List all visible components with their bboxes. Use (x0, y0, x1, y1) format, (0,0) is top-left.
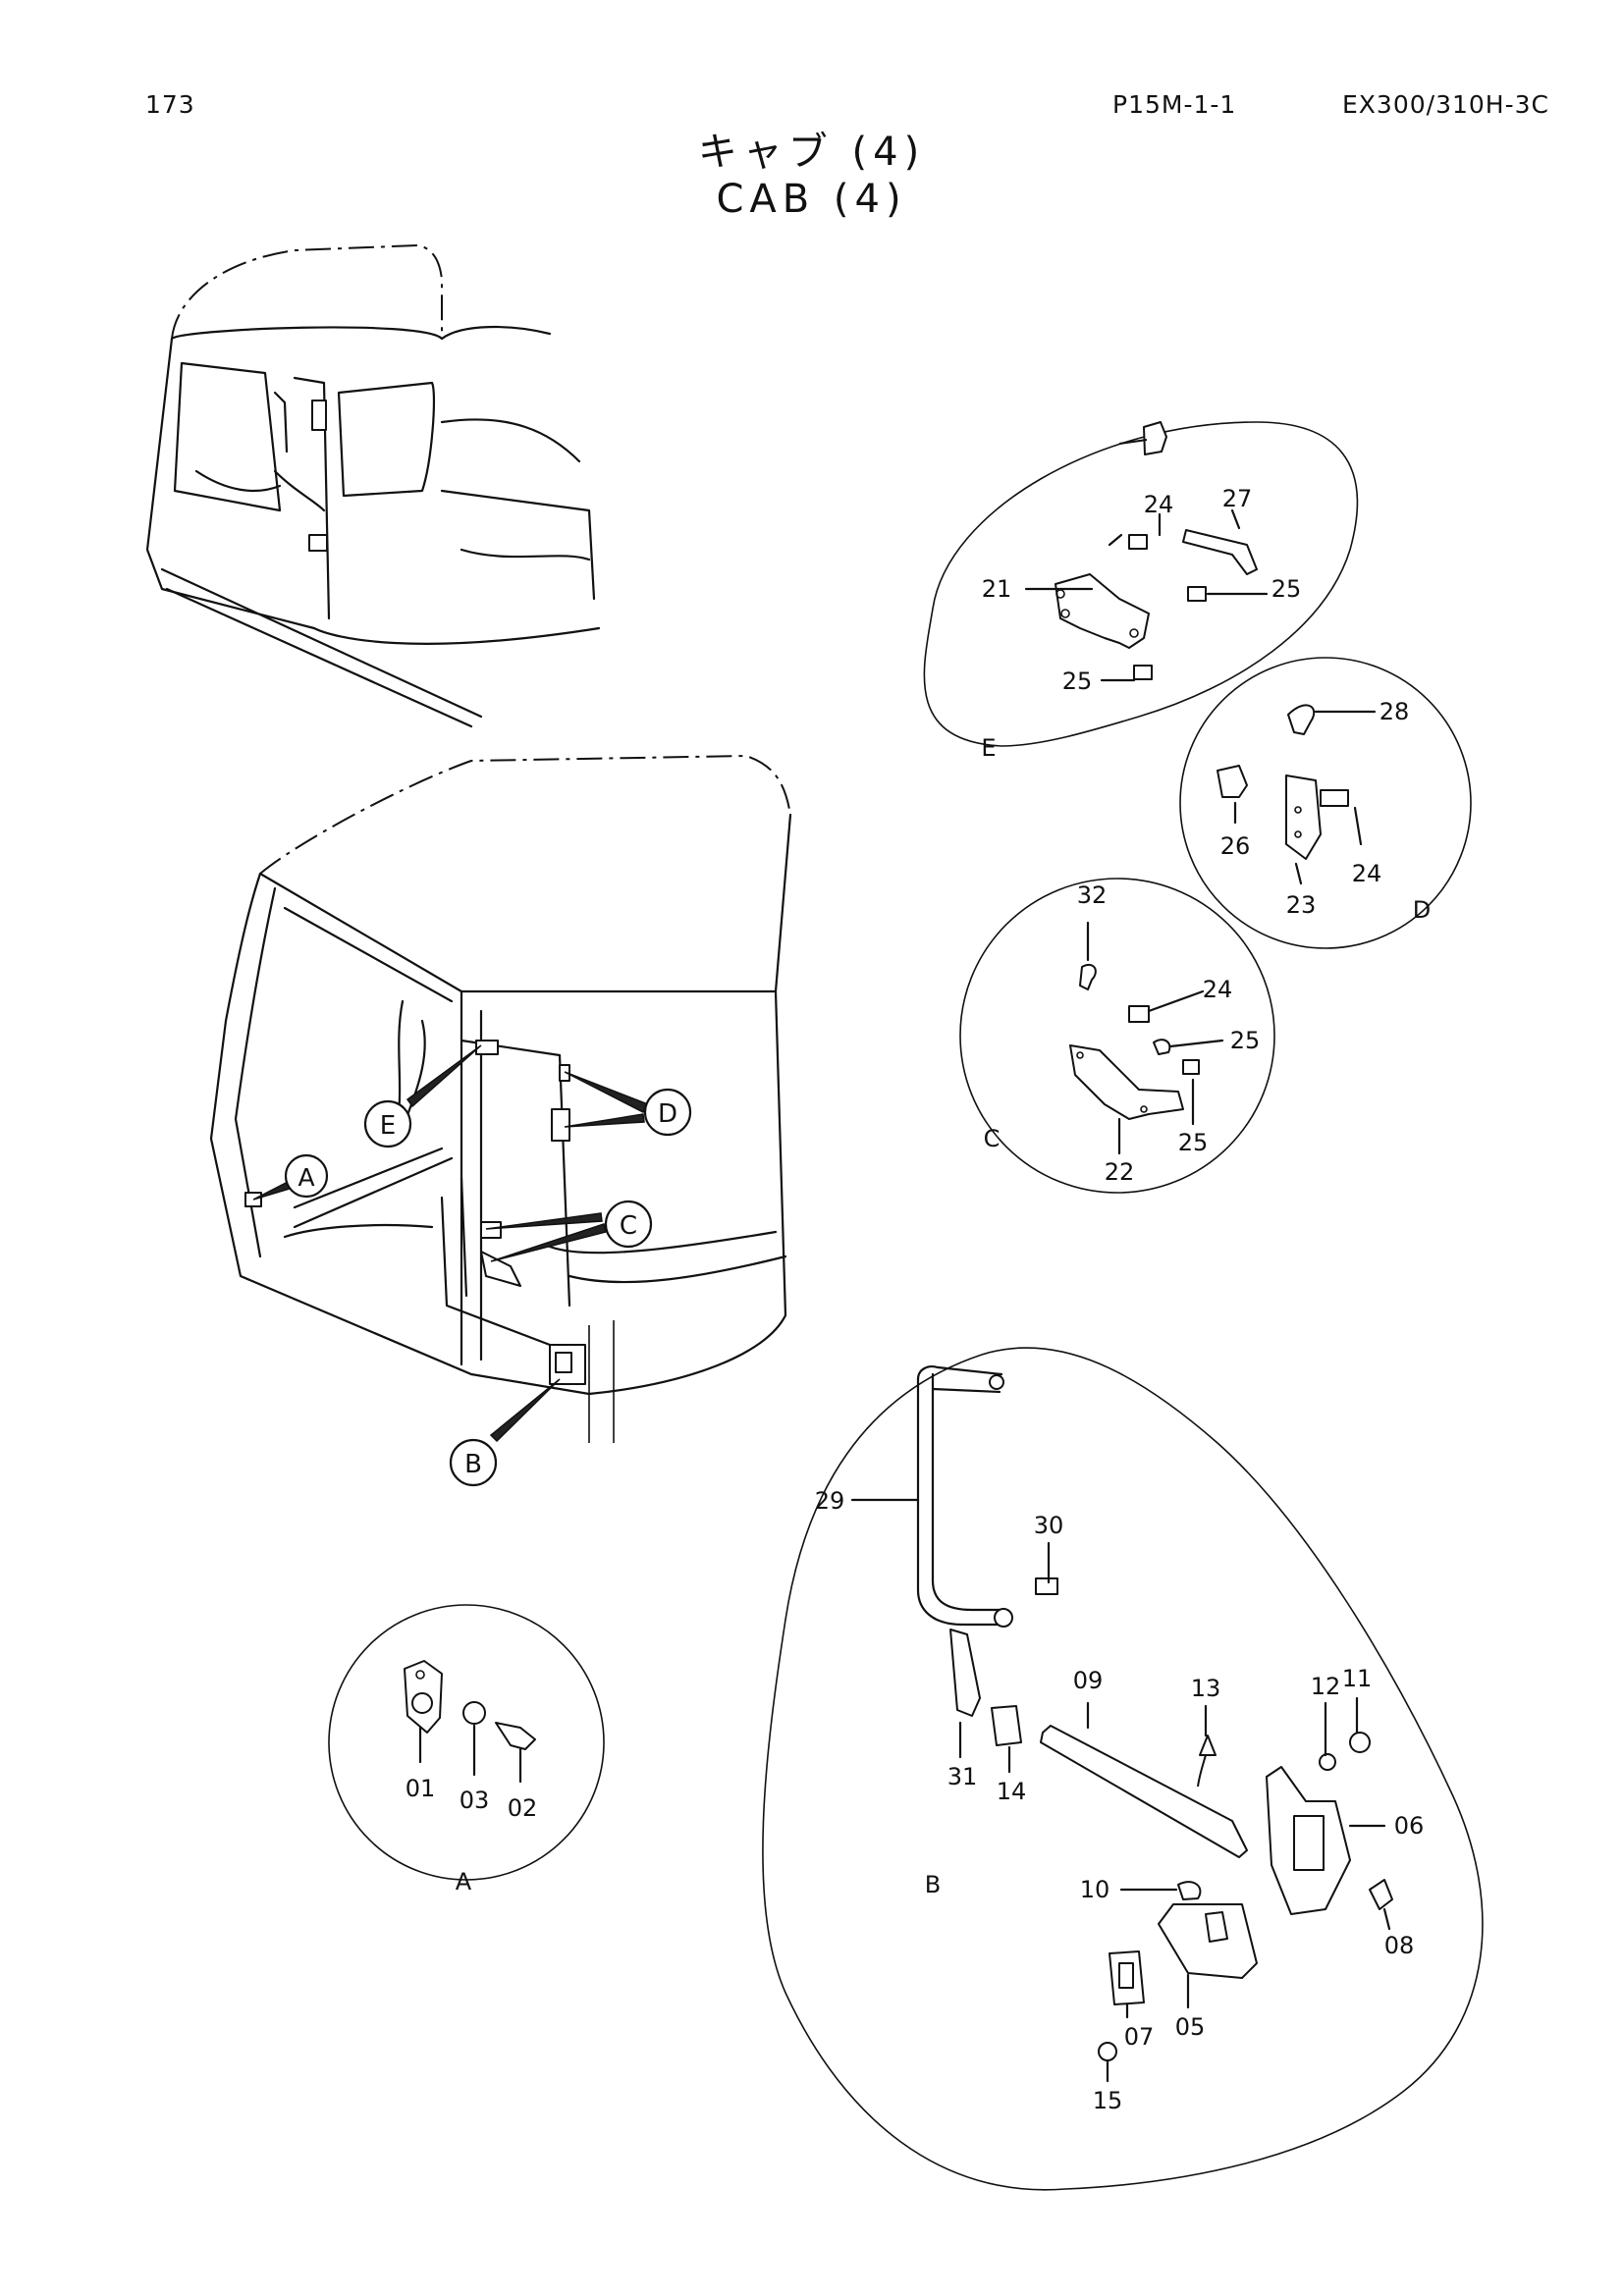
detail-label-c: C (984, 1125, 1001, 1152)
detail-label-d: D (1413, 896, 1431, 924)
detail-label-e: E (981, 734, 996, 762)
callout-bubble-a: A (284, 1153, 329, 1199)
part-label-b-30: 30 (1034, 1512, 1064, 1539)
detail-view-b: 29 30 31 14 09 13 12 11 06 10 08 05 07 1… (762, 1347, 1484, 2191)
detail-view-d: 28 26 23 24 D (1179, 657, 1472, 949)
callout-bubble-d: D (643, 1088, 692, 1137)
part-label-a-01: 01 (406, 1775, 436, 1802)
excavator-overview-sketch (145, 243, 601, 728)
callout-bubble-b: B (449, 1438, 498, 1487)
part-label-d-26: 26 (1220, 832, 1251, 860)
title-japanese: キャブ (4) (697, 130, 926, 175)
part-label-b-11: 11 (1342, 1665, 1373, 1692)
detail-label-a: A (456, 1868, 472, 1896)
callout-leaders (252, 1044, 650, 1443)
part-label-b-31: 31 (947, 1763, 978, 1790)
part-label-d-28: 28 (1380, 698, 1410, 725)
part-label-a-03: 03 (460, 1787, 490, 1814)
part-label-b-10: 10 (1080, 1876, 1110, 1903)
part-label-c-25b: 25 (1178, 1129, 1209, 1156)
part-label-e-25a: 25 (1271, 575, 1302, 603)
part-label-c-24: 24 (1203, 976, 1233, 1003)
part-label-b-07: 07 (1124, 2023, 1155, 2051)
callout-label-d: D (658, 1099, 677, 1129)
callout-label-b: B (464, 1450, 482, 1479)
part-label-a-02: 02 (508, 1794, 538, 1822)
detail-view-e: 24 27 21 25 25 E (923, 421, 1359, 762)
model-name: EX300/310H-3C (1342, 90, 1549, 119)
part-label-e-27: 27 (1222, 485, 1253, 512)
title-english: CAB (4) (716, 177, 907, 222)
part-label-b-09: 09 (1073, 1667, 1104, 1694)
page-number: 173 (145, 90, 195, 119)
callout-label-c: C (620, 1211, 637, 1241)
part-label-b-15: 15 (1093, 2087, 1123, 2114)
section-code: P15M-1-1 (1112, 90, 1237, 119)
cab-frame-drawing (209, 754, 792, 1443)
detail-view-c: 32 24 25 22 25 C (959, 878, 1275, 1194)
part-label-c-22: 22 (1105, 1158, 1135, 1186)
detail-label-b: B (925, 1871, 941, 1898)
part-label-c-32: 32 (1077, 881, 1108, 909)
part-label-e-24: 24 (1144, 491, 1174, 518)
part-label-b-12: 12 (1311, 1673, 1341, 1700)
part-label-b-06: 06 (1394, 1812, 1425, 1840)
callout-label-a: A (298, 1163, 314, 1192)
part-label-e-25b: 25 (1062, 667, 1093, 695)
part-label-b-08: 08 (1384, 1932, 1415, 1959)
callout-label-e: E (380, 1111, 396, 1141)
part-label-e-21: 21 (982, 575, 1012, 603)
part-label-b-05: 05 (1175, 2013, 1206, 2041)
part-label-d-23: 23 (1286, 891, 1317, 919)
part-label-b-13: 13 (1191, 1675, 1221, 1702)
callout-bubble-c: C (604, 1200, 653, 1249)
part-label-b-29: 29 (815, 1487, 845, 1515)
callout-bubble-e: E (363, 1099, 412, 1148)
part-label-c-25a: 25 (1230, 1027, 1261, 1054)
detail-view-a: 01 03 02 A (328, 1604, 605, 1896)
part-label-b-14: 14 (997, 1778, 1027, 1805)
part-label-d-24: 24 (1352, 860, 1382, 887)
